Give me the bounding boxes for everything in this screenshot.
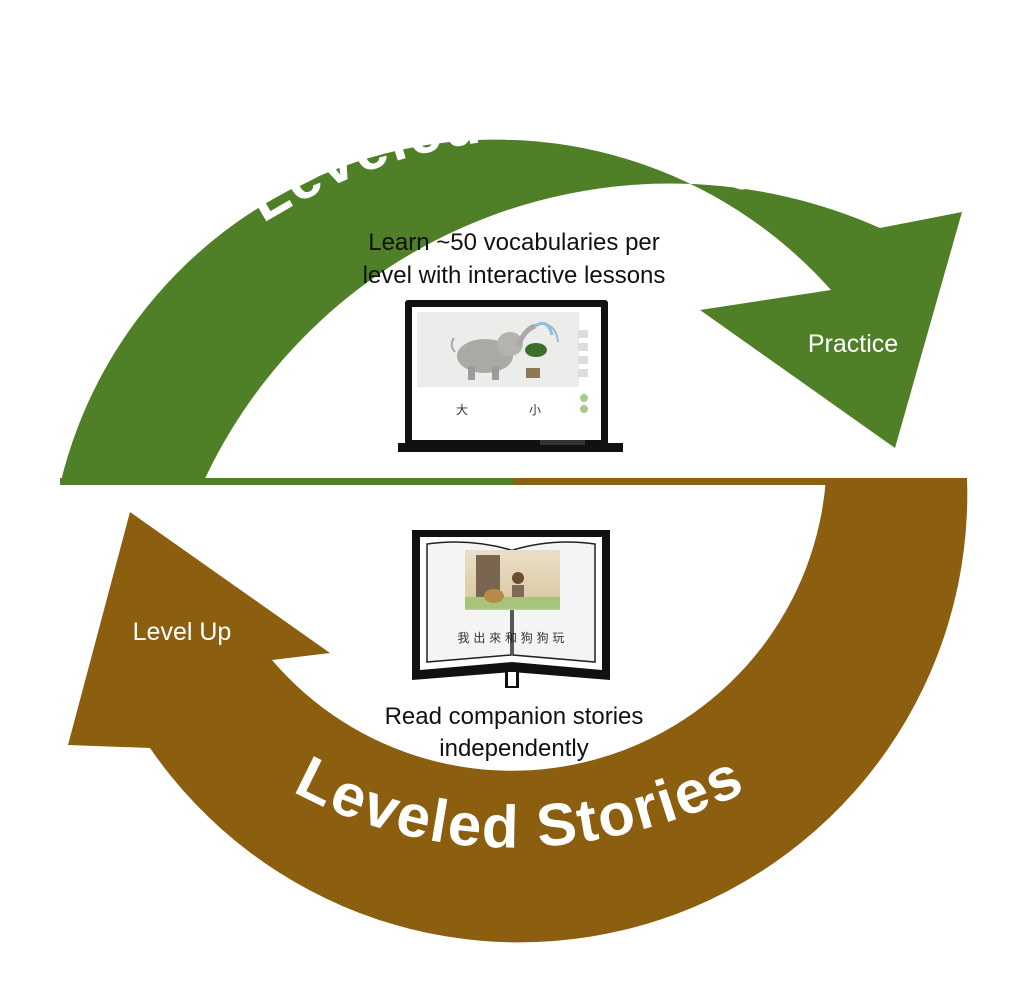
stories-arc (68, 478, 968, 943)
level-up-label: Level Up (133, 618, 232, 646)
practice-label: Practice (808, 330, 898, 358)
arc-divider-brown (514, 478, 967, 485)
laptop-icon: 大 小 (398, 300, 623, 452)
water-spray-icon (534, 322, 559, 343)
lessons-description-line2: level with interactive lessons (363, 262, 666, 289)
screen-word-1: 大 (456, 403, 468, 417)
elephant-icon (450, 323, 536, 380)
plant-icon (525, 343, 547, 378)
screen-word-2: 小 (529, 403, 541, 417)
stories-description-line1: Read companion stories (385, 703, 644, 730)
book-sentence: 我 出 來 和 狗 狗 玩 (458, 631, 565, 645)
lessons-arc (60, 139, 962, 485)
arc-divider-green (60, 478, 518, 485)
book-icon: 我 出 來 和 狗 狗 玩 (412, 530, 610, 688)
story-illustration (465, 550, 560, 610)
sidebar-buttons (578, 330, 588, 413)
stories-description-line2: independently (439, 735, 588, 762)
lessons-description-line1: Learn ~50 vocabularies per (368, 229, 660, 256)
